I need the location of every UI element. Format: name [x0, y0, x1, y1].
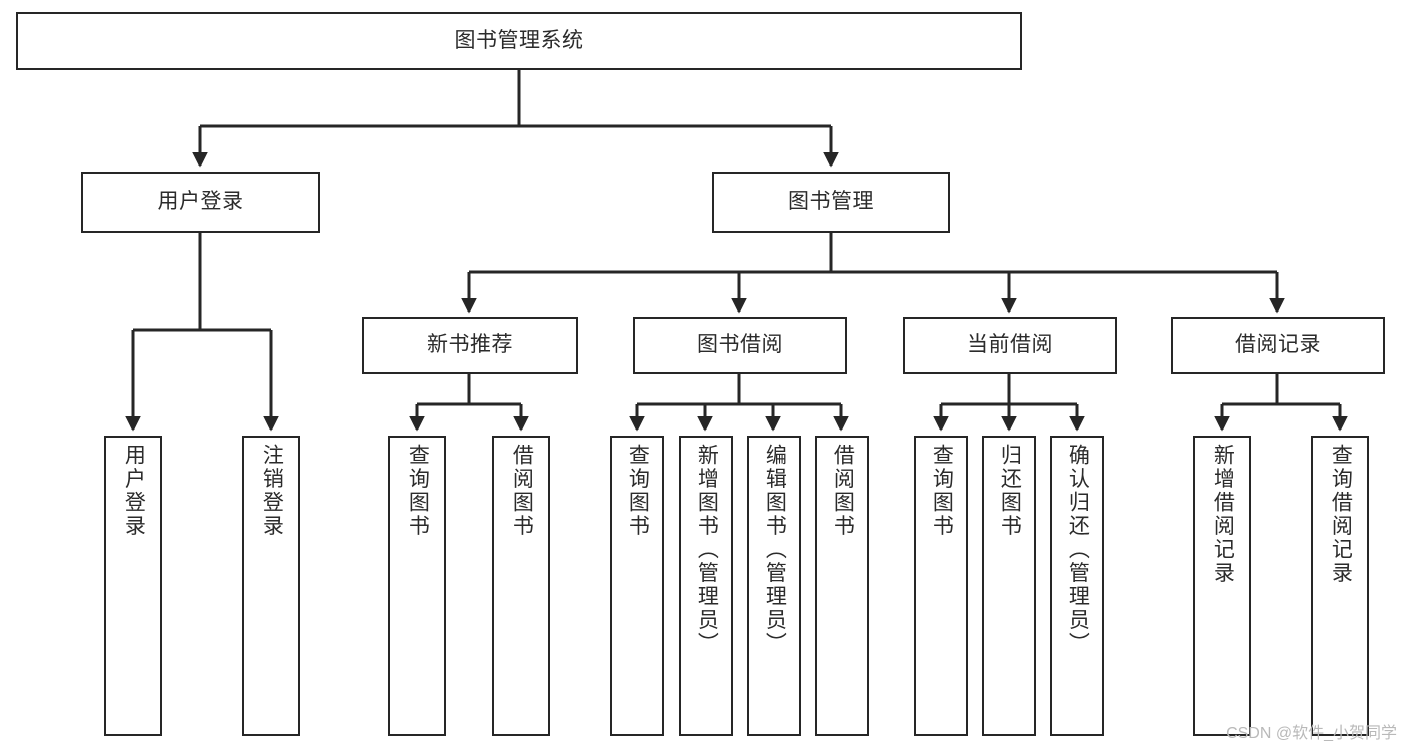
leaf-new-book-query[interactable]: 查询图书: [388, 436, 446, 736]
leaf-book-borrow-borrow[interactable]: 借阅图书: [815, 436, 869, 736]
node-label: 借阅图书: [831, 444, 855, 538]
node-label: 图书管理: [788, 190, 874, 214]
node-label: 用户登录: [122, 444, 146, 538]
node-label: 图书管理系统: [454, 28, 584, 52]
node-root-system[interactable]: 图书管理系统: [16, 12, 1022, 70]
leaf-new-book-borrow[interactable]: 借阅图书: [492, 436, 550, 736]
node-book-borrow[interactable]: 图书借阅: [633, 317, 847, 374]
node-label: 新增图书（管理员）: [695, 444, 719, 656]
node-current-borrow[interactable]: 当前借阅: [903, 317, 1117, 374]
leaf-current-borrow-confirm-return[interactable]: 确认归还（管理员）: [1050, 436, 1104, 736]
node-label: 图书借阅: [697, 333, 783, 357]
node-label: 编辑图书（管理员）: [763, 444, 787, 656]
node-label: 借阅记录: [1235, 333, 1321, 357]
leaf-user-login-logout[interactable]: 注销登录: [242, 436, 300, 736]
node-label: 借阅图书: [510, 444, 534, 538]
node-label: 查询图书: [930, 444, 954, 538]
leaf-borrow-records-query[interactable]: 查询借阅记录: [1311, 436, 1369, 736]
node-label: 用户登录: [157, 190, 244, 214]
node-label: 当前借阅: [967, 333, 1053, 357]
node-label: 查询借阅记录: [1329, 444, 1353, 585]
node-label: 新增借阅记录: [1211, 444, 1235, 585]
node-book-management[interactable]: 图书管理: [712, 172, 950, 233]
leaf-current-borrow-query[interactable]: 查询图书: [914, 436, 968, 736]
node-new-book-recommend[interactable]: 新书推荐: [362, 317, 578, 374]
node-borrow-records[interactable]: 借阅记录: [1171, 317, 1385, 374]
leaf-user-login-login[interactable]: 用户登录: [104, 436, 162, 736]
node-label: 查询图书: [406, 444, 430, 538]
leaf-borrow-records-add[interactable]: 新增借阅记录: [1193, 436, 1251, 736]
node-label: 查询图书: [626, 444, 650, 538]
node-label: 注销登录: [260, 444, 284, 538]
leaf-book-borrow-add[interactable]: 新增图书（管理员）: [679, 436, 733, 736]
leaf-current-borrow-return[interactable]: 归还图书: [982, 436, 1036, 736]
csdn-watermark: CSDN @软件_小贺同学: [1226, 725, 1397, 742]
leaf-book-borrow-edit[interactable]: 编辑图书（管理员）: [747, 436, 801, 736]
node-label: 确认归还（管理员）: [1066, 444, 1090, 656]
node-label: 归还图书: [998, 444, 1022, 538]
node-label: 新书推荐: [427, 333, 513, 357]
node-user-login[interactable]: 用户登录: [81, 172, 320, 233]
leaf-book-borrow-query[interactable]: 查询图书: [610, 436, 664, 736]
